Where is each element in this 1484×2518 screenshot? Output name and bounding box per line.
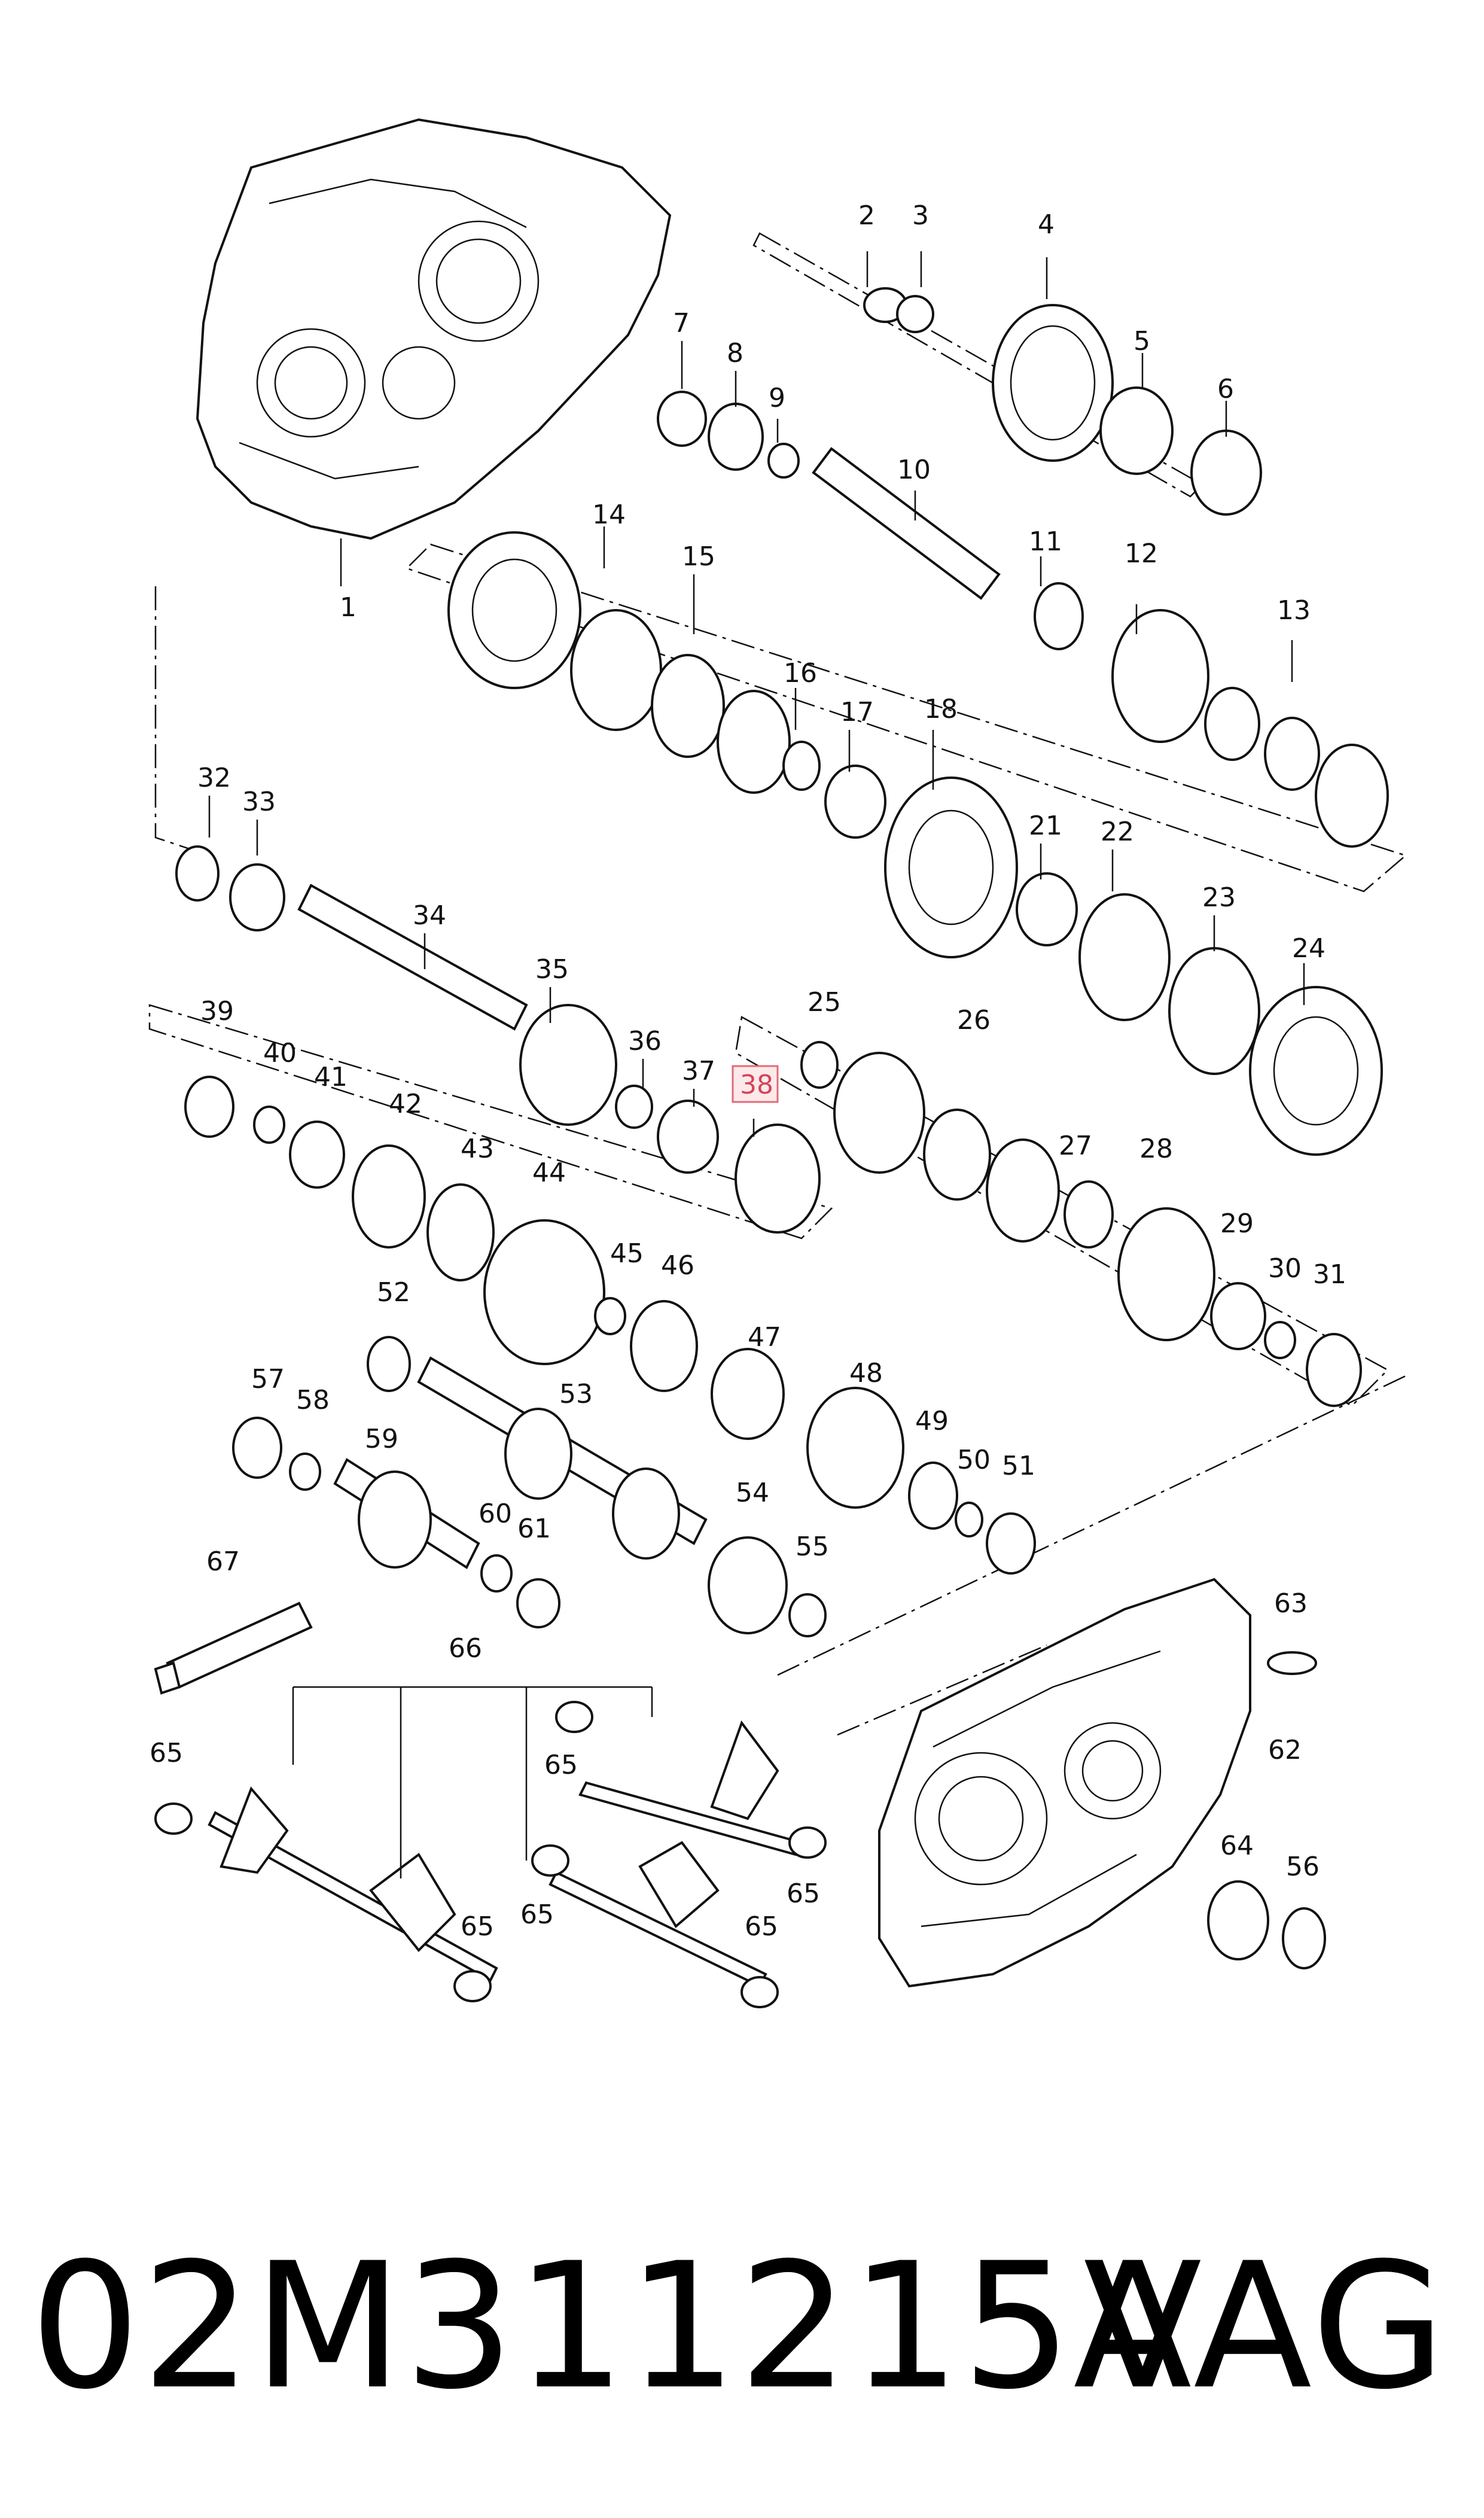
callout-23: 23 <box>1202 882 1236 913</box>
gear-set-upper <box>447 531 1383 1156</box>
callout-42: 42 <box>389 1089 422 1119</box>
housing-62 <box>878 1578 1251 1988</box>
callout-65-c: 65 <box>461 1911 494 1942</box>
callout-13: 13 <box>1277 595 1311 626</box>
callout-35: 35 <box>535 954 569 985</box>
callout-17: 17 <box>840 697 874 727</box>
callout-1: 1 <box>340 592 356 623</box>
callout-65-e: 65 <box>745 1911 778 1942</box>
part-number-text: 02M311215A <box>30 2226 1193 2428</box>
callout-14: 14 <box>592 500 626 530</box>
callout-43: 43 <box>461 1134 494 1164</box>
callout-15: 15 <box>682 541 715 572</box>
callout-29: 29 <box>1220 1208 1254 1239</box>
callout-33: 33 <box>242 787 276 817</box>
callout-41: 41 <box>314 1062 348 1092</box>
callout-47: 47 <box>748 1322 781 1353</box>
main-shaft-assembly <box>175 845 821 1234</box>
callout-22: 22 <box>1101 817 1134 847</box>
callout-55: 55 <box>796 1531 829 1562</box>
callout-9: 9 <box>769 383 785 413</box>
callout-59: 59 <box>365 1424 398 1454</box>
callout-25: 25 <box>807 987 841 1018</box>
callout-2: 2 <box>858 200 875 231</box>
circlip-56 <box>1282 1907 1326 1969</box>
callout-7: 7 <box>673 308 690 339</box>
shift-forks <box>154 1686 827 2008</box>
callout-53: 53 <box>559 1379 593 1409</box>
callout-52: 52 <box>377 1277 410 1308</box>
brand-text: VAG <box>1083 2226 1448 2428</box>
callout-30: 30 <box>1268 1253 1302 1284</box>
callout-38: 38 <box>740 1070 773 1100</box>
sealant-tube-67 <box>154 1601 313 1695</box>
bolt-63 <box>1267 1651 1317 1675</box>
callout-58: 58 <box>296 1385 330 1415</box>
callout-6: 6 <box>1217 374 1234 404</box>
callout-57: 57 <box>251 1364 285 1395</box>
callout-66: 66 <box>449 1633 482 1664</box>
leader-lines <box>208 251 1305 1137</box>
callout-28: 28 <box>1139 1134 1173 1164</box>
callout-67: 67 <box>206 1546 240 1577</box>
group-outline-upper <box>405 543 1407 893</box>
callout-60: 60 <box>479 1499 512 1529</box>
gear-set-right <box>800 1041 1362 1407</box>
callout-27: 27 <box>1059 1131 1092 1161</box>
group-outline-mid-left <box>148 1004 833 1240</box>
cover-64 <box>1207 1880 1269 1960</box>
housing-1 <box>196 118 672 540</box>
callout-54: 54 <box>736 1478 769 1508</box>
callout-4: 4 <box>1038 209 1055 240</box>
callout-45: 45 <box>610 1238 644 1269</box>
callout-31: 31 <box>1313 1259 1346 1290</box>
callout-24: 24 <box>1292 933 1325 964</box>
callout-64: 64 <box>1220 1831 1254 1861</box>
callout-3: 3 <box>912 200 929 231</box>
callout-16: 16 <box>784 658 817 689</box>
callout-62: 62 <box>1268 1735 1302 1765</box>
callout-12: 12 <box>1125 538 1158 569</box>
callout-10: 10 <box>897 455 931 485</box>
callout-44: 44 <box>532 1158 566 1188</box>
callout-65-a: 65 <box>150 1738 183 1768</box>
input-shaft-assembly <box>657 391 1389 848</box>
callout-50: 50 <box>957 1445 991 1475</box>
group-outline-left-vertical <box>154 586 192 851</box>
callout-51: 51 <box>1002 1451 1035 1481</box>
callout-38-highlight <box>732 1065 779 1103</box>
callout-65-b: 65 <box>544 1750 578 1780</box>
callout-61: 61 <box>517 1514 551 1544</box>
callout-39: 39 <box>200 996 234 1027</box>
callout-40: 40 <box>263 1038 297 1068</box>
callout-37: 37 <box>682 1056 715 1086</box>
callout-26: 26 <box>957 1005 991 1036</box>
caption-bar: 02M311215A VAG <box>0 2213 1484 2441</box>
callout-46: 46 <box>661 1250 694 1281</box>
callout-21: 21 <box>1029 811 1062 841</box>
callout-labels: 1 2 3 4 5 6 7 8 9 10 11 12 13 14 15 16 1… <box>150 200 1346 1942</box>
callout-11: 11 <box>1029 526 1062 557</box>
group-outline-lower <box>777 1375 1406 1736</box>
callout-56: 56 <box>1286 1852 1320 1882</box>
callout-49: 49 <box>915 1406 949 1436</box>
callout-18: 18 <box>924 694 958 724</box>
callout-65-f: 65 <box>787 1878 820 1909</box>
callout-63: 63 <box>1274 1588 1308 1619</box>
callout-5: 5 <box>1133 326 1150 357</box>
callout-32: 32 <box>197 763 231 793</box>
callout-8: 8 <box>727 338 743 369</box>
output-shaft-assembly <box>232 1336 827 1637</box>
exploded-gearbox-diagram: 1 2 3 4 5 6 7 8 9 10 11 12 13 14 15 16 1… <box>148 118 1407 2008</box>
callout-65-d: 65 <box>520 1899 554 1930</box>
differential-assembly <box>863 287 1262 516</box>
callout-36: 36 <box>628 1026 662 1056</box>
callout-48: 48 <box>849 1358 883 1389</box>
callout-34: 34 <box>413 900 446 931</box>
gear-set-middle <box>184 1076 1036 1575</box>
